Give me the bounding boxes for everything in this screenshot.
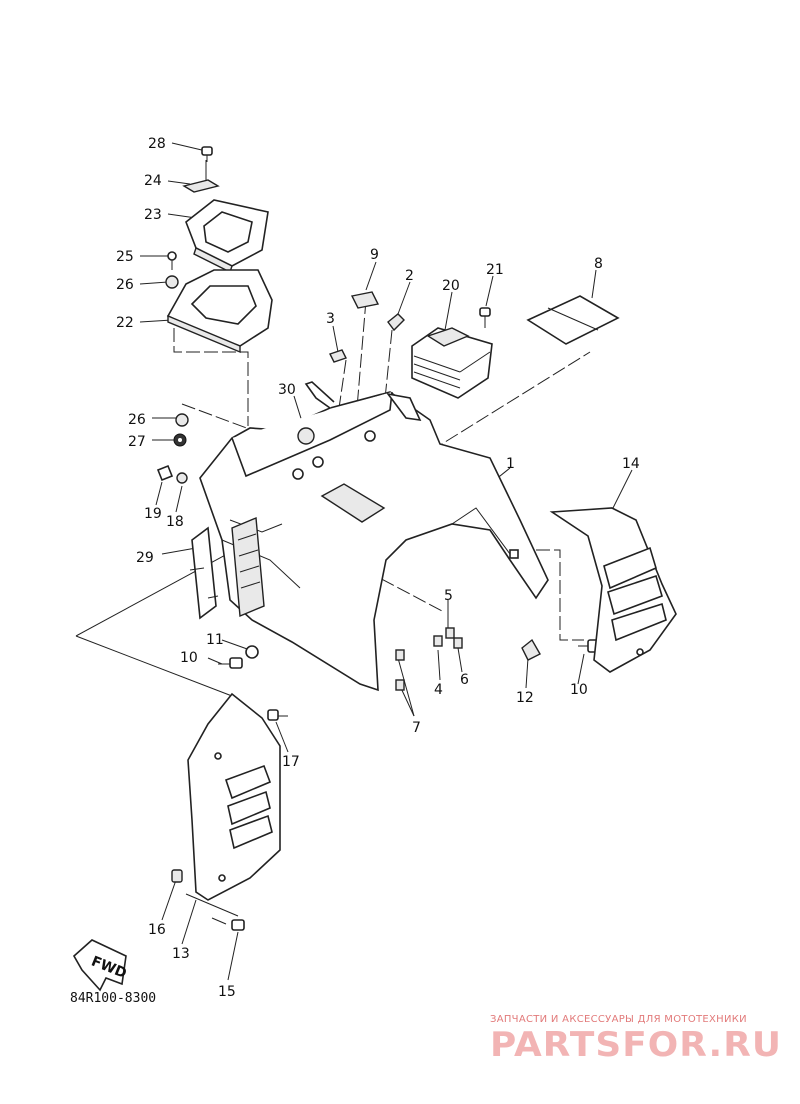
callout-30: 30	[278, 382, 296, 398]
callout-28: 28	[148, 136, 166, 152]
label-plate-8	[526, 295, 620, 345]
callout-12: 12	[516, 690, 534, 706]
callout-8: 8	[594, 256, 603, 272]
clip-9	[350, 291, 380, 309]
part-code: 84R100-8300	[70, 991, 156, 1006]
side-panel-14	[549, 507, 677, 673]
bracket-29	[189, 526, 219, 620]
nut-19	[156, 464, 174, 482]
bolt-15	[211, 917, 245, 931]
callout-5: 5	[444, 588, 453, 604]
callout-13: 13	[172, 946, 190, 962]
grommet-16	[171, 869, 183, 883]
callout-23: 23	[144, 207, 162, 223]
callout-18: 18	[166, 514, 184, 530]
callout-17: 17	[282, 754, 300, 770]
screw-21	[479, 307, 491, 328]
callout-25: 25	[116, 249, 134, 265]
clip-2	[387, 313, 405, 332]
callout-19: 19	[144, 506, 162, 522]
inner-bracket	[231, 516, 265, 618]
cover-23	[185, 199, 269, 273]
side-panel-13	[187, 692, 281, 901]
callout-20: 20	[442, 278, 460, 294]
clip-7a	[395, 649, 405, 661]
washer-26	[175, 413, 189, 427]
box-20	[411, 327, 493, 399]
cap-base-22	[166, 269, 273, 354]
callout-1: 1	[506, 456, 515, 472]
fender-opening	[320, 483, 386, 523]
callout-14: 14	[622, 456, 640, 472]
bolt-28	[201, 146, 213, 162]
callout-22: 22	[116, 315, 134, 331]
callout-6: 6	[460, 672, 469, 688]
callout-10-left: 10	[180, 650, 198, 666]
callout-10-right: 10	[570, 682, 588, 698]
cap-plate-24	[182, 179, 220, 193]
clip-5	[445, 627, 455, 639]
nut-12	[521, 638, 541, 661]
callout-29: 29	[136, 550, 154, 566]
callout-15: 15	[218, 984, 236, 1000]
callout-21: 21	[486, 262, 504, 278]
washer-26-top	[165, 275, 179, 289]
callout-numbers: 28 24 23 25 26 22 9 2 21 20 8 3 30 26 27…	[116, 136, 640, 1000]
callout-7: 7	[412, 720, 421, 736]
clip-4	[433, 635, 443, 647]
fwd-arrow-icon: FWD	[72, 939, 129, 992]
callout-27: 27	[128, 434, 146, 450]
clip-7b	[395, 679, 405, 691]
bolt-17	[267, 709, 288, 721]
callout-16: 16	[148, 922, 166, 938]
watermark-brand: PARTSFOR.RU	[490, 1025, 782, 1065]
screw-25	[167, 251, 177, 270]
watermark-tagline: ЗАПЧАСТИ И АКСЕССУАРЫ ДЛЯ МОТОТЕХНИКИ	[490, 1014, 747, 1025]
callout-11: 11	[206, 632, 224, 648]
callout-26-top: 26	[116, 277, 134, 293]
callout-9: 9	[370, 247, 379, 263]
watermark: ЗАПЧАСТИ И АКСЕССУАРЫ ДЛЯ МОТОТЕХНИКИ PA…	[490, 1014, 782, 1065]
grommet-30	[297, 427, 315, 445]
callout-2: 2	[405, 268, 414, 284]
washer-18	[176, 472, 188, 484]
callout-26: 26	[128, 412, 146, 428]
bolt-10-left	[218, 657, 243, 669]
callout-4: 4	[434, 682, 443, 698]
callout-24: 24	[144, 173, 162, 189]
collar-11	[245, 645, 259, 659]
callout-3: 3	[326, 311, 335, 327]
clip-6	[453, 637, 463, 649]
clip-3	[329, 349, 347, 363]
nut-27	[173, 433, 187, 447]
